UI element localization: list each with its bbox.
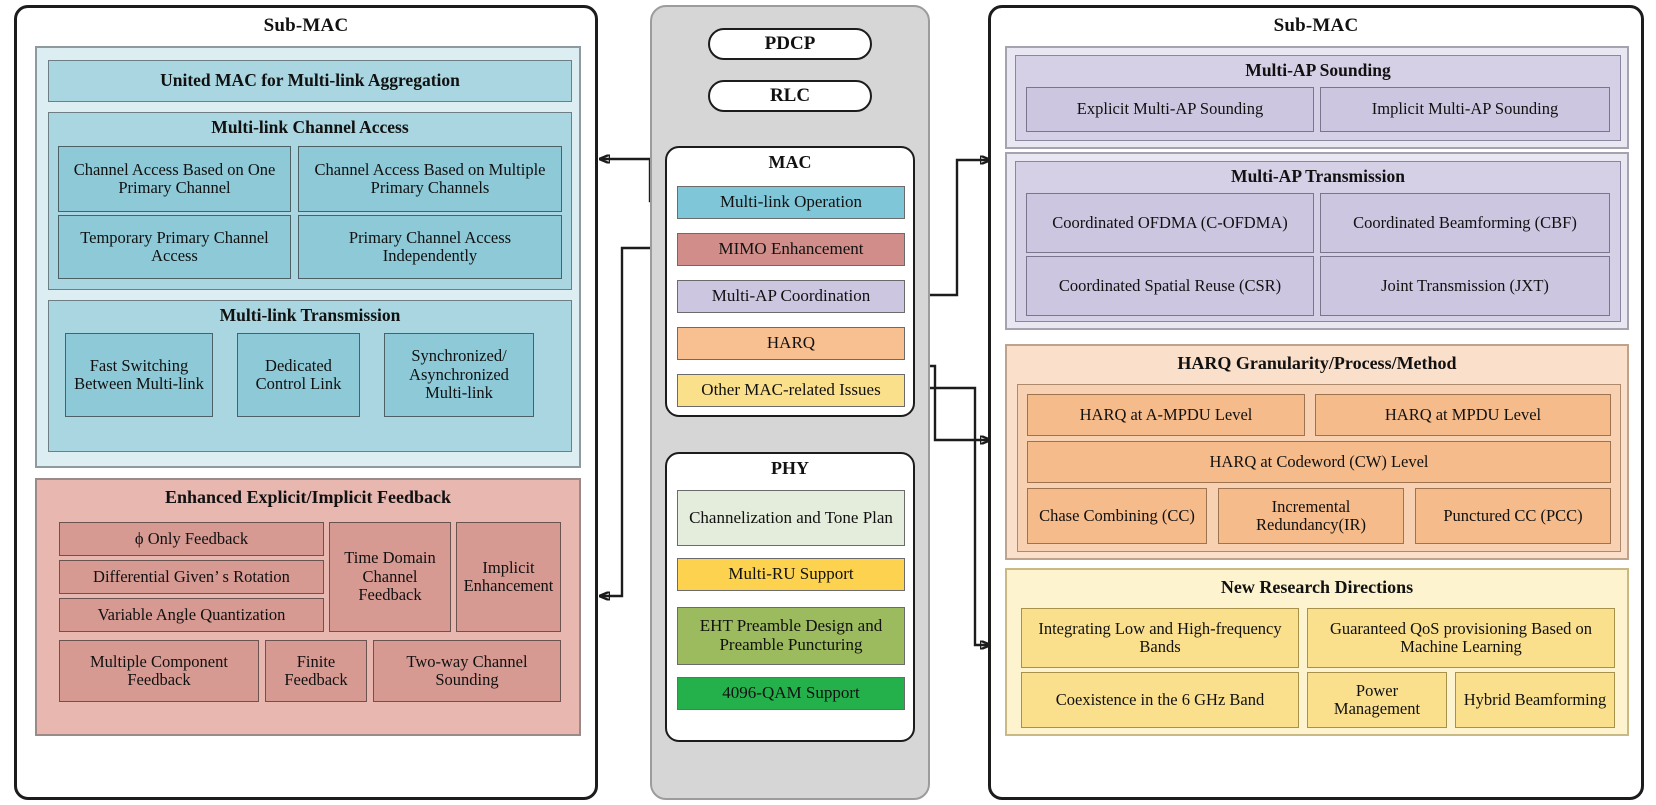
feedback-implicit-enhancement[interactable]: Implicit Enhancement	[456, 522, 561, 632]
left-sub-mac-panel: Sub-MAC United MAC for Multi-link Aggreg…	[14, 5, 598, 800]
harq-row3-item-2[interactable]: Punctured CC (PCC)	[1415, 488, 1611, 544]
multilink-transmission-item-1[interactable]: Dedicated Control Link	[237, 333, 360, 417]
multilink-transmission-item-0[interactable]: Fast Switching Between Multi-link	[65, 333, 213, 417]
right-panel-title: Sub-MAC	[1273, 15, 1359, 36]
feedback-variable-angle[interactable]: Variable Angle Quantization	[59, 598, 324, 632]
feedback-finite[interactable]: Finite Feedback	[265, 640, 367, 702]
feedback-multiple-component[interactable]: Multiple Component Feedback	[59, 640, 259, 702]
phy-item-eht-preamble[interactable]: EHT Preamble Design and Preamble Punctur…	[677, 607, 905, 665]
new-research-row1-item-0[interactable]: Integrating Low and High-frequency Bands	[1021, 608, 1299, 668]
channel-access-item-3[interactable]: Primary Channel Access Independently	[298, 215, 562, 279]
multi-ap-transmission-item-3[interactable]: Joint Transmission (JXT)	[1320, 256, 1610, 316]
new-research-row2-item-0[interactable]: Coexistence in the 6 GHz Band	[1021, 672, 1299, 728]
left-panel-title: Sub-MAC	[263, 15, 349, 36]
multi-ap-sounding-title: Multi-AP Sounding	[1245, 60, 1391, 80]
feedback-phi-only[interactable]: ϕ Only Feedback	[59, 522, 324, 556]
feedback-group: Enhanced Explicit/Implicit Feedback ϕ On…	[35, 478, 581, 736]
rlc-box[interactable]: RLC	[708, 80, 872, 112]
multilink-transmission-item-2[interactable]: Synchronized/ Asynchronized Multi-link	[384, 333, 534, 417]
multi-ap-transmission-outer: Multi-AP Transmission Coordinated OFDMA …	[1005, 152, 1629, 330]
right-sub-mac-panel: Sub-MAC Multi-AP Sounding Explicit Multi…	[988, 5, 1644, 800]
mac-item-multi-ap-coordination[interactable]: Multi-AP Coordination	[677, 280, 905, 313]
feedback-time-domain[interactable]: Time Domain Channel Feedback	[329, 522, 451, 632]
phy-title: PHY	[771, 458, 809, 478]
harq-codeword-level[interactable]: HARQ at Codeword (CW) Level	[1027, 441, 1611, 483]
multi-ap-transmission-group: Multi-AP Transmission Coordinated OFDMA …	[1015, 161, 1621, 322]
feedback-differential-givens[interactable]: Differential Given’ s Rotation	[59, 560, 324, 594]
new-research-row2-item-1[interactable]: Power Management	[1307, 672, 1447, 728]
multi-ap-transmission-item-1[interactable]: Coordinated Beamforming (CBF)	[1320, 193, 1610, 253]
multilink-group: United MAC for Multi-link Aggregation Mu…	[35, 46, 581, 468]
mac-title: MAC	[768, 152, 812, 172]
multi-ap-sounding-item-0[interactable]: Explicit Multi-AP Sounding	[1026, 87, 1314, 132]
mac-item-mimo-enhancement[interactable]: MIMO Enhancement	[677, 233, 905, 266]
multi-ap-transmission-title: Multi-AP Transmission	[1231, 166, 1405, 186]
channel-access-item-0[interactable]: Channel Access Based on One Primary Chan…	[58, 146, 291, 212]
new-research-outer: New Research Directions Integrating Low …	[1005, 568, 1629, 736]
phy-box: PHY Channelization and Tone Plan Multi-R…	[665, 452, 915, 742]
phy-item-4096-qam[interactable]: 4096-QAM Support	[677, 677, 905, 710]
new-research-row1-item-1[interactable]: Guaranteed QoS provisioning Based on Mac…	[1307, 608, 1615, 668]
mac-item-harq[interactable]: HARQ	[677, 327, 905, 360]
harq-row1-item-1[interactable]: HARQ at MPDU Level	[1315, 394, 1611, 436]
mac-box: MAC Multi-link Operation MIMO Enhancemen…	[665, 146, 915, 417]
harq-title: HARQ Granularity/Process/Method	[1177, 353, 1457, 373]
multi-ap-sounding-item-1[interactable]: Implicit Multi-AP Sounding	[1320, 87, 1610, 132]
harq-row3-item-0[interactable]: Chase Combining (CC)	[1027, 488, 1207, 544]
multi-ap-sounding-group: Multi-AP Sounding Explicit Multi-AP Soun…	[1015, 55, 1621, 141]
harq-row1-item-0[interactable]: HARQ at A-MPDU Level	[1027, 394, 1305, 436]
channel-access-item-2[interactable]: Temporary Primary Channel Access	[58, 215, 291, 279]
mac-item-other-mac-issues[interactable]: Other MAC-related Issues	[677, 374, 905, 407]
new-research-title: New Research Directions	[1220, 577, 1414, 597]
multilink-transmission-title: Multi-link Transmission	[219, 305, 401, 325]
multilink-channel-access-group: Multi-link Channel Access Channel Access…	[48, 112, 572, 290]
harq-row3-item-1[interactable]: Incremental Redundancy(IR)	[1218, 488, 1404, 544]
feedback-two-way-sounding[interactable]: Two-way Channel Sounding	[373, 640, 561, 702]
multi-ap-transmission-item-2[interactable]: Coordinated Spatial Reuse (CSR)	[1026, 256, 1314, 316]
multi-ap-transmission-item-0[interactable]: Coordinated OFDMA (C-OFDMA)	[1026, 193, 1314, 253]
pdcp-box[interactable]: PDCP	[708, 28, 872, 60]
multi-ap-sounding-outer: Multi-AP Sounding Explicit Multi-AP Soun…	[1005, 46, 1629, 149]
channel-access-item-1[interactable]: Channel Access Based on Multiple Primary…	[298, 146, 562, 212]
united-mac-box[interactable]: United MAC for Multi-link Aggregation	[48, 60, 572, 102]
channel-access-title: Multi-link Channel Access	[211, 117, 409, 137]
new-research-row2-item-2[interactable]: Hybrid Beamforming	[1455, 672, 1615, 728]
mac-item-multi-link-operation[interactable]: Multi-link Operation	[677, 186, 905, 219]
feedback-title: Enhanced Explicit/Implicit Feedback	[164, 487, 452, 507]
phy-item-multi-ru-support[interactable]: Multi-RU Support	[677, 558, 905, 591]
multilink-transmission-group: Multi-link Transmission Fast Switching B…	[48, 300, 572, 452]
harq-inner: HARQ at A-MPDU Level HARQ at MPDU Level …	[1017, 384, 1621, 552]
phy-item-channelization-tone-plan[interactable]: Channelization and Tone Plan	[677, 490, 905, 546]
harq-outer: HARQ Granularity/Process/Method HARQ at …	[1005, 344, 1629, 560]
